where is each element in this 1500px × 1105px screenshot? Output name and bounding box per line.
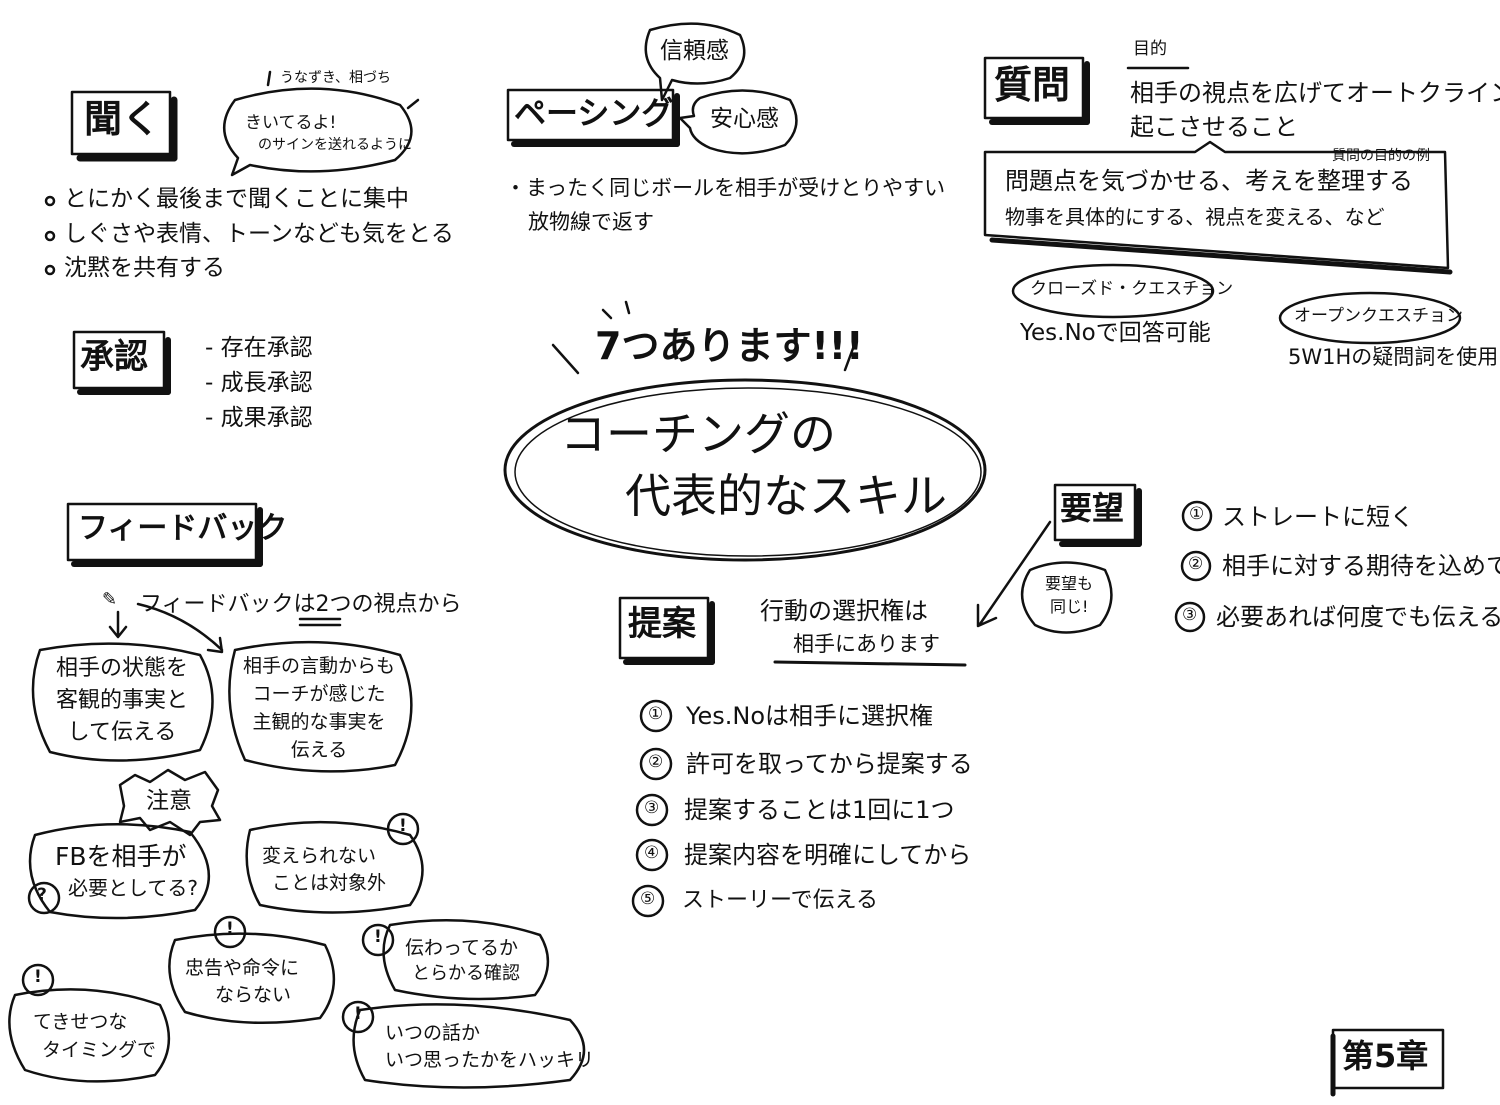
note-bubble-3 <box>168 932 336 1025</box>
arrow-down <box>108 610 128 639</box>
exclamation-circle <box>21 963 55 997</box>
pacing-title-box <box>506 88 680 147</box>
yobo-same-bubble <box>1020 561 1113 634</box>
number-circle <box>635 838 669 872</box>
bullet-dot <box>44 195 56 207</box>
shitsumon-title-box <box>983 56 1090 125</box>
note-bubble-6 <box>352 1003 586 1089</box>
center-ellipse <box>503 378 987 562</box>
bullet-dot <box>44 264 56 276</box>
yobo-title-box <box>1053 483 1142 547</box>
open-question-oval <box>1278 291 1462 345</box>
caution-burst <box>118 768 222 837</box>
teian-title-box <box>618 596 715 665</box>
number-circle <box>1180 550 1212 582</box>
relief-bubble <box>678 89 798 155</box>
closed-question-oval <box>1011 263 1215 319</box>
chapter-box <box>1330 1028 1445 1097</box>
subjective-fact-bubble <box>228 640 413 773</box>
objective-fact-bubble <box>31 642 214 762</box>
question-mark-circle <box>27 881 61 915</box>
arrow-right <box>136 602 224 654</box>
note-bubble-4 <box>382 919 550 1001</box>
exclamation-circle <box>386 812 420 846</box>
exclamation-circle <box>361 923 395 957</box>
exclamation-circle <box>341 1000 375 1034</box>
note-bubble-1 <box>28 822 210 920</box>
kiku-speech-bubble <box>222 87 413 177</box>
feedback-title-box <box>66 502 263 567</box>
shonin-title-box <box>72 330 171 395</box>
number-circle <box>1174 601 1206 633</box>
yobo-to-teian-arrow <box>976 520 1052 628</box>
note-bubble-5 <box>8 988 171 1083</box>
number-circle <box>635 793 669 827</box>
bullet-dot <box>44 230 56 242</box>
note-bubble-2 <box>245 820 424 914</box>
question-purpose-box <box>983 140 1450 270</box>
number-circle <box>1181 500 1213 532</box>
trust-bubble <box>644 22 746 102</box>
exclamation-circle <box>213 915 247 949</box>
number-circle <box>631 884 665 918</box>
kiku-title-box <box>70 90 178 162</box>
number-circle <box>639 747 673 781</box>
number-circle <box>639 699 673 733</box>
